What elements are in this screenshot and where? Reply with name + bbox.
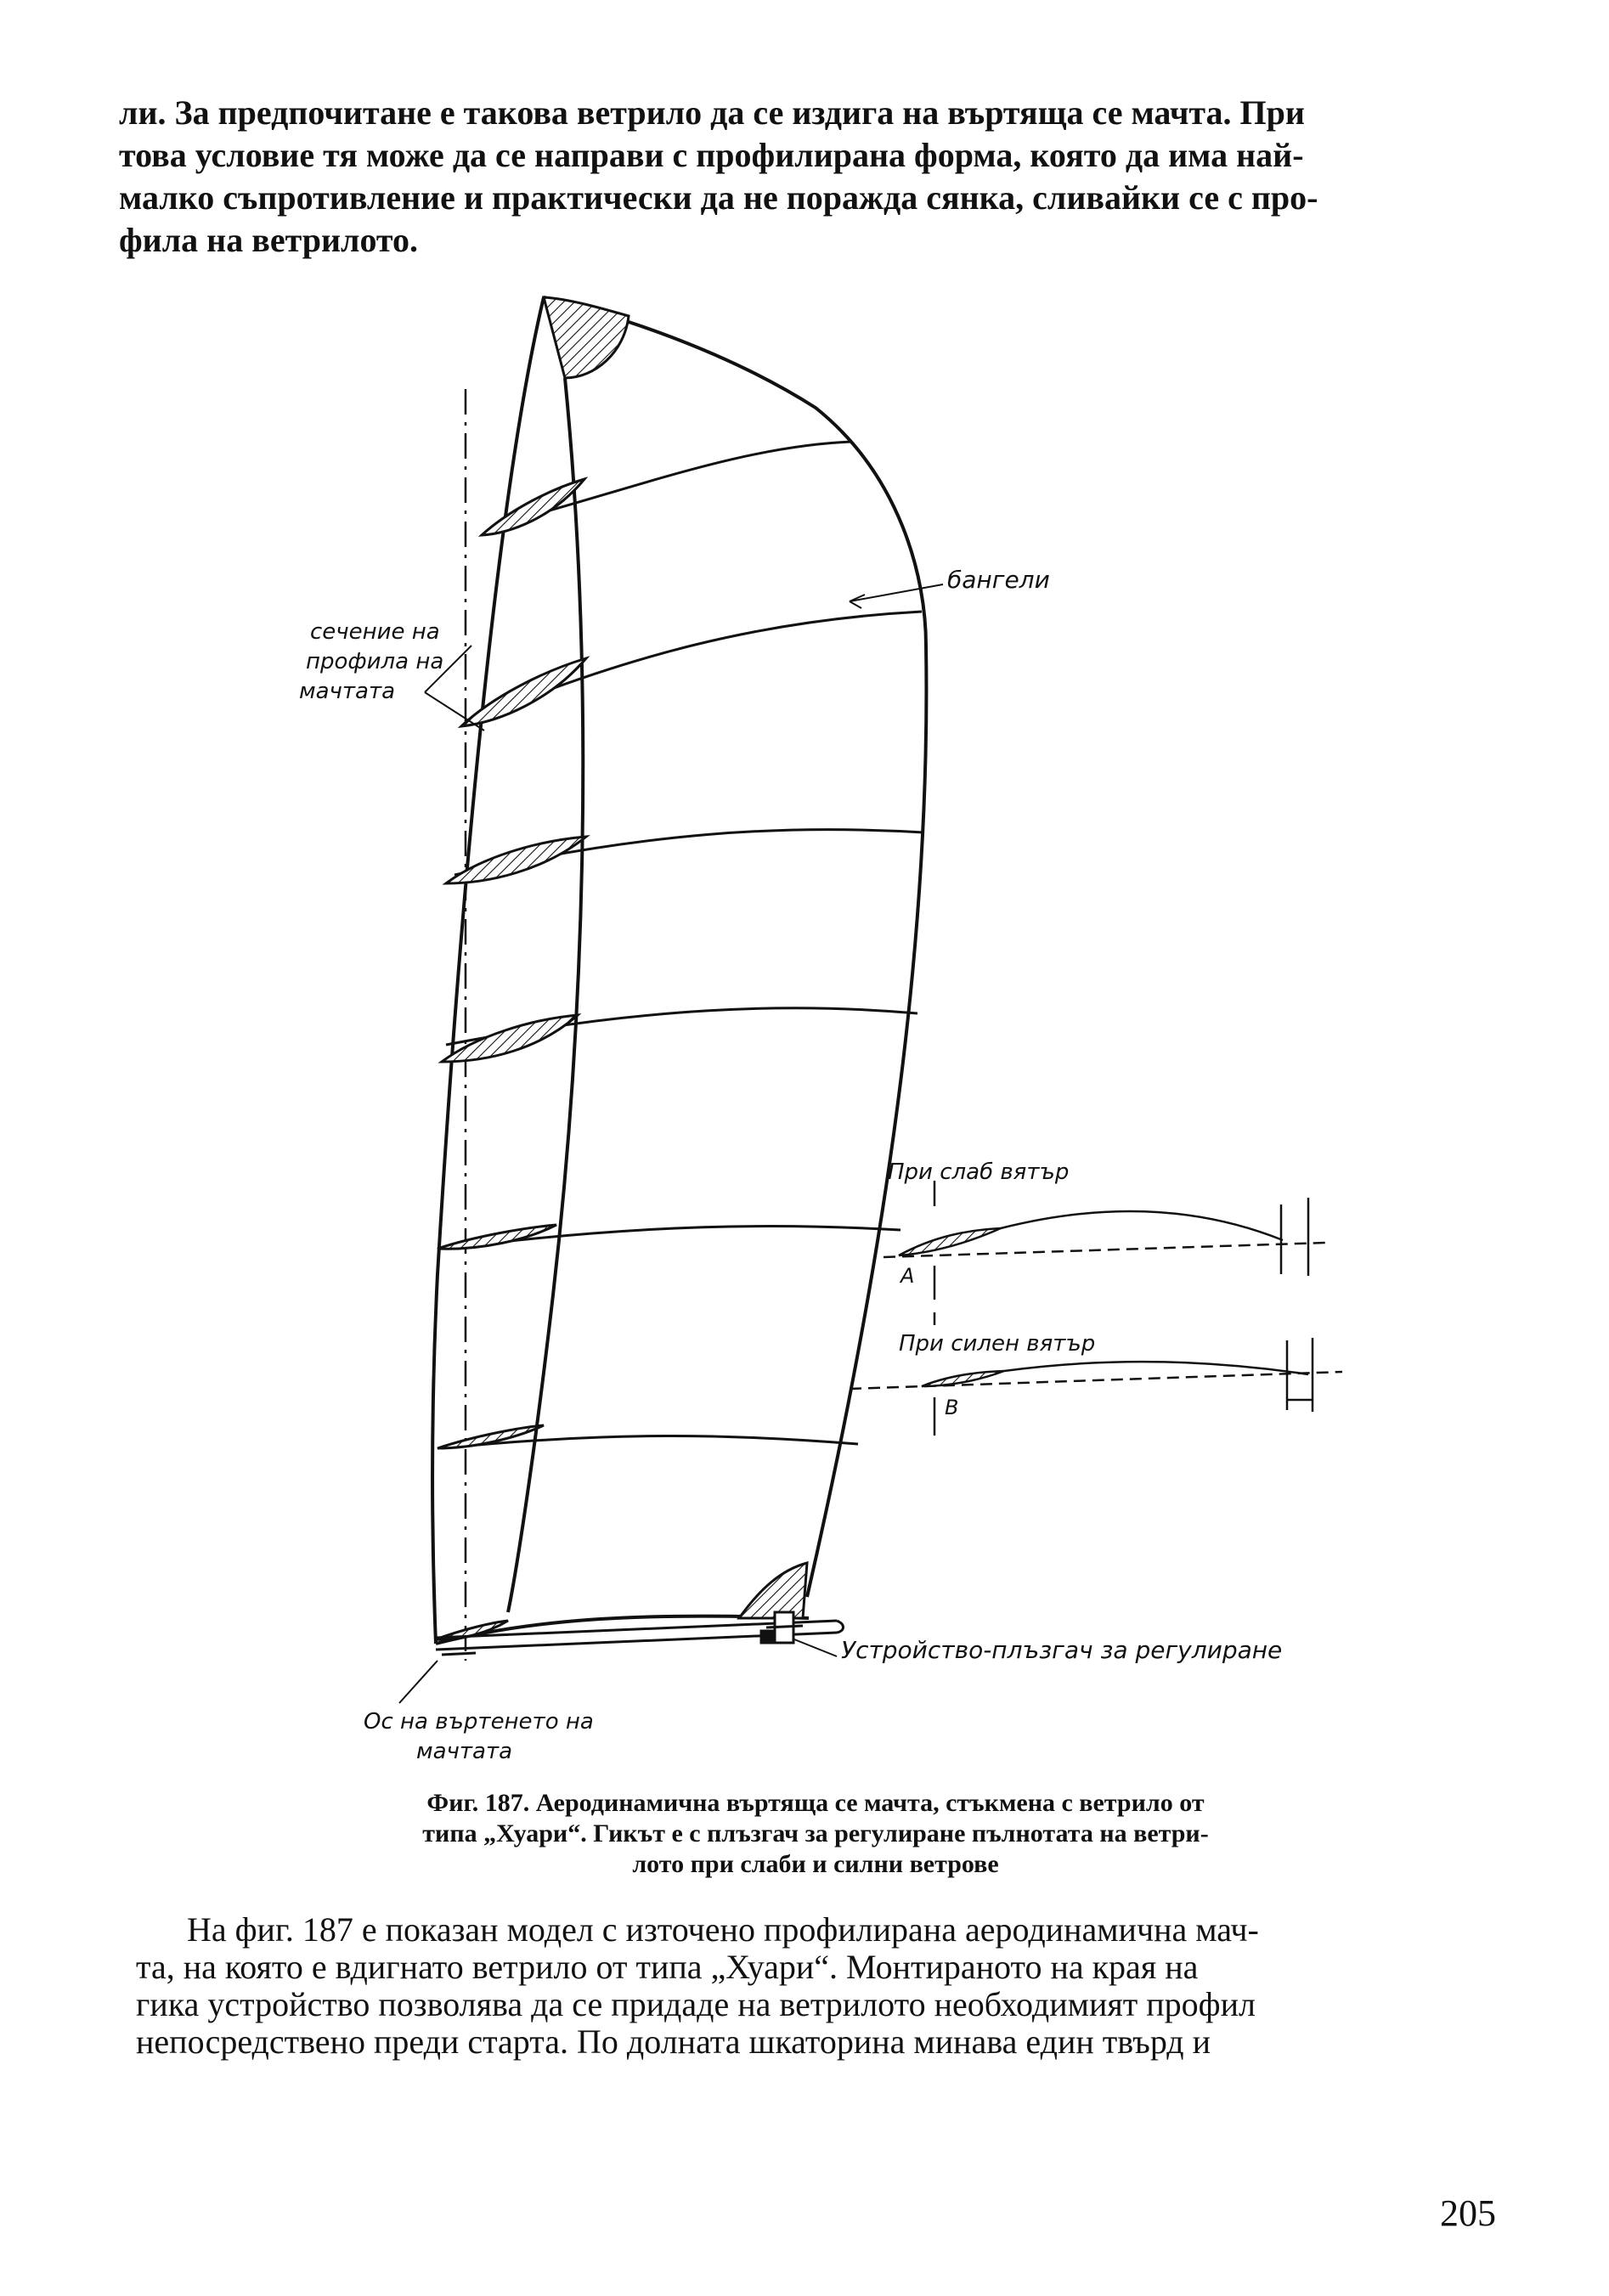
- strong-wind-label: При силен вятър: [899, 1331, 1095, 1357]
- battens: [441, 440, 924, 1450]
- light-wind-label: При слаб вятър: [888, 1159, 1069, 1185]
- slider-device-label: Устройство-плъзгач за регулиране: [841, 1636, 1282, 1664]
- mark-b-label: B: [945, 1396, 958, 1419]
- mast-sections: [435, 477, 590, 1641]
- top-paragraph: ли. За предпочитане е такова ветрило да …: [119, 92, 1495, 262]
- mast-section-label-line1: сечение на: [310, 619, 440, 645]
- text-line: ли. За предпочитане е такова ветрило да …: [119, 93, 1305, 132]
- text-line: малко съпротивление и практически да не …: [119, 178, 1318, 217]
- text-line: това условие тя може да се направи с про…: [119, 136, 1304, 174]
- caption-line: типа „Хуари“. Гикът е с плъзгач за регул…: [422, 1819, 1209, 1848]
- caption-line: лото при слаби и силни ветрове: [632, 1850, 999, 1878]
- clew-patch: [737, 1561, 809, 1620]
- text-line: фила на ветрилото.: [119, 221, 419, 259]
- page-number: 205: [1440, 2192, 1496, 2234]
- axis-label-line1: Ос на въртенето на: [364, 1709, 594, 1735]
- text-line: гика устройство позволява да се придаде …: [136, 1985, 1256, 2023]
- strong-wind-profile: [849, 1312, 1343, 1436]
- text-line: непосредствено преди старта. По долната …: [136, 2022, 1211, 2061]
- mast-section-label-line3: мачтата: [299, 679, 395, 704]
- text-line: На фиг. 187 е показан модел с източено п…: [187, 1910, 1259, 1949]
- slider-device: [759, 1611, 804, 1644]
- figure-caption: Фиг. 187. Аеродинамична въртяща се мачта…: [280, 1788, 1351, 1880]
- text-line: та, на която е вдигнато ветрило от типа …: [136, 1948, 1199, 1986]
- mark-a-label: A: [899, 1264, 914, 1288]
- caption-line: Фиг. 187. Аеродинамична въртяща се мачта…: [426, 1789, 1205, 1817]
- axis-label-line2: мачтата: [416, 1739, 512, 1764]
- leader-lines: [398, 584, 944, 1704]
- body-paragraph: На фиг. 187 е показан модел с източено п…: [136, 1911, 1512, 2061]
- head-patch: [542, 296, 630, 380]
- battens-label: бангели: [947, 566, 1050, 594]
- mast-section-label-line2: профила на: [306, 649, 443, 674]
- light-wind-profile: [883, 1181, 1326, 1300]
